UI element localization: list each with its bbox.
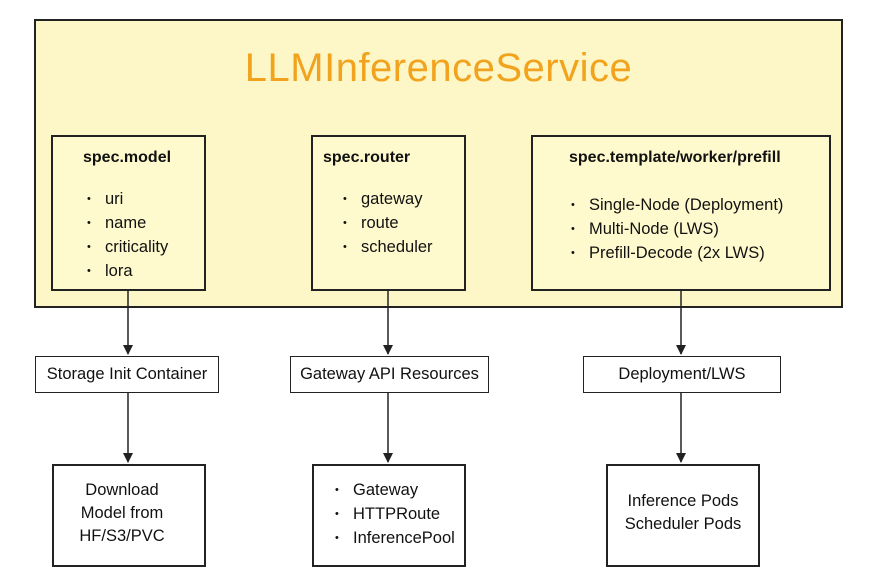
list-item: route	[341, 211, 433, 235]
list-item: uri	[85, 187, 168, 211]
diagram-title: LLMInferenceService	[244, 46, 633, 90]
list-item: Single-Node (Deployment)	[569, 193, 783, 217]
list-item: HTTPRoute	[333, 502, 455, 526]
pods-box	[606, 464, 760, 567]
list-item: Prefill-Decode (2x LWS)	[569, 241, 783, 265]
download-line: Download	[85, 481, 159, 499]
list-item: gateway	[341, 187, 433, 211]
spec-model-title: spec.model	[83, 149, 172, 166]
pods-line: Scheduler Pods	[624, 515, 742, 533]
gateway-api-resources-label: Gateway API Resources	[290, 356, 489, 393]
list-item: Gateway	[333, 478, 455, 502]
list-item: lora	[85, 259, 168, 283]
spec-router-title: spec.router	[323, 149, 411, 166]
spec-template-title: spec.template/worker/prefill	[569, 149, 781, 166]
deployment-lws-label: Deployment/LWS	[583, 356, 781, 393]
spec-router-list: gateway route scheduler	[341, 187, 433, 259]
gateway-resources-list: Gateway HTTPRoute InferencePool	[333, 478, 455, 550]
list-item: name	[85, 211, 168, 235]
list-item: InferencePool	[333, 526, 455, 550]
list-item: Multi-Node (LWS)	[569, 217, 783, 241]
download-model-box	[52, 464, 206, 567]
download-line: Model from	[80, 504, 164, 522]
pods-line: Inference Pods	[627, 492, 739, 510]
download-line: HF/S3/PVC	[79, 527, 165, 545]
spec-template-list: Single-Node (Deployment) Multi-Node (LWS…	[569, 193, 783, 265]
list-item: scheduler	[341, 235, 433, 259]
download-model-text: Download Model from HF/S3/PVC	[52, 479, 192, 548]
pods-text: Inference Pods Scheduler Pods	[606, 490, 760, 536]
storage-init-container-label: Storage Init Container	[35, 356, 219, 393]
spec-model-list: uri name criticality lora	[85, 187, 168, 283]
list-item: criticality	[85, 235, 168, 259]
